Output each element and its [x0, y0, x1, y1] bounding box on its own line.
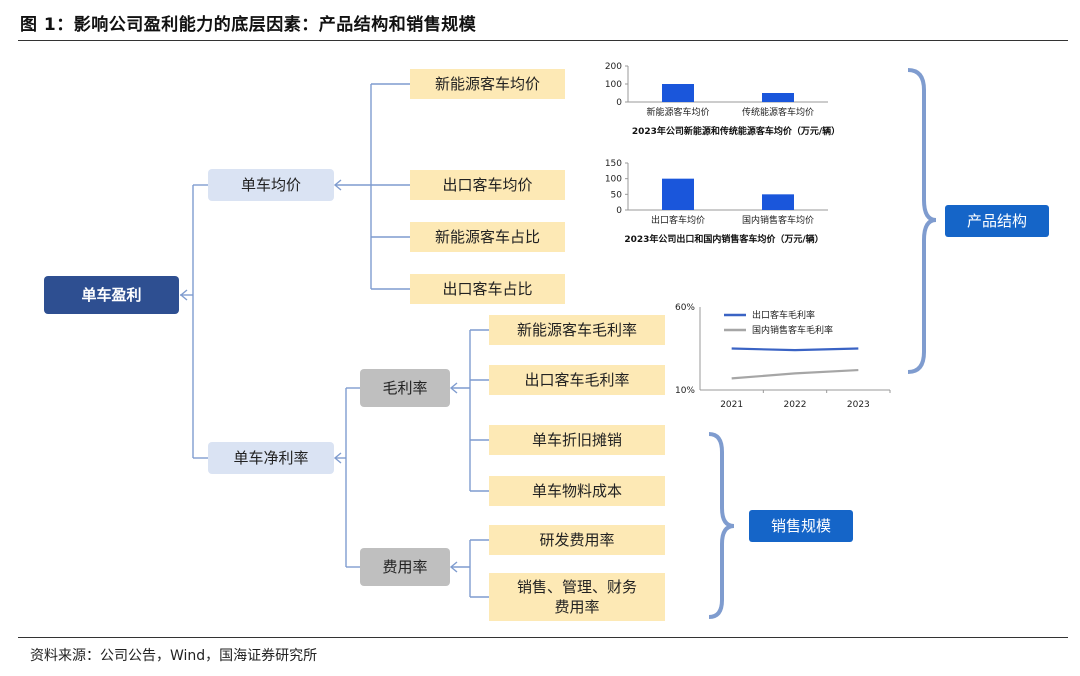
chart1-title: 2023年公司新能源和传统能源客车均价（万元/辆）: [632, 125, 840, 137]
leaf-nev-price: 新能源客车均价: [410, 69, 565, 99]
leaf-depreciation: 单车折旧摊销: [489, 425, 665, 455]
leaf-sga-rate: 销售、管理、财务费用率: [489, 573, 665, 621]
node-gross-margin: 毛利率: [360, 369, 450, 407]
arrow-root: [179, 289, 188, 301]
chart1-bar: [762, 93, 794, 102]
chart3-ytick-bottom: 10%: [675, 386, 695, 396]
leaf-nev-share: 新能源客车占比: [410, 222, 565, 252]
category-sales-scale: 销售规模: [749, 510, 853, 542]
chart2-category-label: 国内销售客车均价: [742, 214, 814, 226]
arrow-avg-price: [333, 179, 342, 191]
tree-connectors: [180, 83, 489, 598]
chart1-bar: [662, 84, 694, 102]
chart3-ytick-top: 60%: [675, 303, 695, 313]
chart1-ytick-label: 200: [605, 62, 622, 72]
product-structure-brace: [907, 68, 937, 374]
chart3-series-line: [731, 347, 859, 352]
node-avg-price: 单车均价: [208, 169, 334, 201]
chart3-series-line: [731, 368, 859, 380]
chart3-xtick-label: 2023: [847, 400, 870, 410]
chart3-xtick-label: 2021: [720, 400, 743, 410]
leaf-export-gross-margin: 出口客车毛利率: [489, 365, 665, 395]
arrow-gross-margin: [449, 382, 458, 394]
leaf-rd-rate: 研发费用率: [489, 525, 665, 555]
chart3-legend-label: 国内销售客车毛利率: [752, 324, 833, 336]
arrow-net-margin: [333, 452, 342, 464]
arrowheads: [179, 179, 458, 573]
chart2-ytick-label: 50: [611, 190, 623, 200]
leaf-material-cost: 单车物料成本: [489, 476, 665, 506]
chart2-title: 2023年公司出口和国内销售客车均价（万元/辆）: [624, 233, 823, 245]
chart1-category-label: 新能源客车均价: [646, 106, 709, 118]
chart2-bar: [762, 194, 794, 210]
source-rule: [18, 637, 1068, 638]
leaf-nev-gross-margin: 新能源客车毛利率: [489, 315, 665, 345]
chart1-ytick-label: 100: [605, 80, 622, 90]
source-note: 资料来源：公司公告，Wind，国海证券研究所: [30, 648, 318, 664]
chart2-ytick-label: 0: [616, 206, 622, 216]
node-expense-rate: 费用率: [360, 548, 450, 586]
chart3-xtick-label: 2022: [784, 400, 807, 410]
chart2-bar: [662, 178, 694, 210]
category-product-structure: 产品结构: [945, 205, 1049, 237]
chart3-legend-label: 出口客车毛利率: [752, 309, 815, 321]
chart2-category-label: 出口客车均价: [651, 214, 705, 226]
sales-scale-brace: [708, 432, 735, 619]
leaf-export-price: 出口客车均价: [410, 170, 565, 200]
leaf-export-share: 出口客车占比: [410, 274, 565, 304]
chart1-category-label: 传统能源客车均价: [742, 106, 814, 118]
node-net-margin: 单车净利率: [208, 442, 334, 474]
chart1-ytick-label: 0: [616, 98, 622, 108]
chart2-ytick-label: 150: [605, 159, 622, 169]
arrow-expense-rate: [449, 561, 458, 573]
title-rule: [18, 40, 1068, 41]
figure-title: 图 1：影响公司盈利能力的底层因素：产品结构和销售规模: [20, 15, 477, 35]
chart2-ytick-label: 100: [605, 175, 622, 185]
root-node: 单车盈利: [44, 276, 179, 314]
